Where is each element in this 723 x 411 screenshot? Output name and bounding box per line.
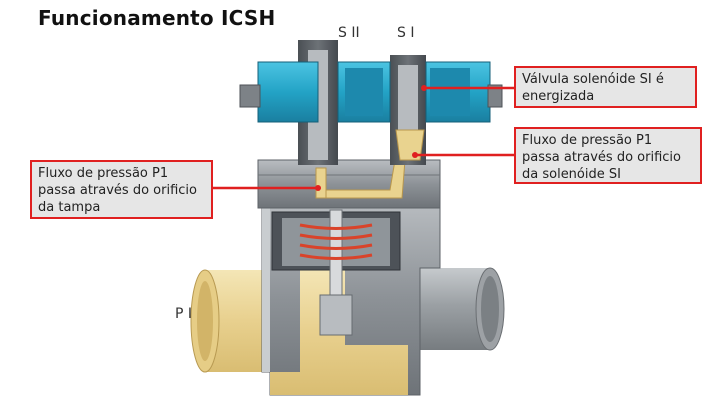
solenoid-coils xyxy=(239,61,503,123)
callout-line: passa através do orificio xyxy=(38,183,197,198)
top-cover xyxy=(257,159,441,209)
label-s-ii: S II xyxy=(338,25,360,41)
callout-line: da solenóide SI xyxy=(522,167,621,182)
callout-line: passa através do orificio xyxy=(522,150,681,165)
leader-dot-cap xyxy=(315,185,321,191)
callout-line: energizada xyxy=(522,89,595,104)
callout-line: Fluxo de pressão P1 xyxy=(522,133,653,148)
leader-dot-flow-si xyxy=(412,152,418,158)
callout-line: Fluxo de pressão P1 xyxy=(38,166,169,181)
callout-line: da tampa xyxy=(38,200,101,215)
callout-leaders xyxy=(210,86,515,190)
callout-flow-through-cap: Fluxo de pressão P1 passa através do ori… xyxy=(30,160,213,219)
callout-flow-through-si: Fluxo de pressão P1 passa através do ori… xyxy=(514,127,702,184)
label-s-i: S I xyxy=(397,25,415,41)
label-p1: P I xyxy=(175,306,193,322)
callout-solenoid-si-energized: Válvula solenóide SI é energizada xyxy=(514,66,697,108)
callout-line: Válvula solenóide SI é xyxy=(522,72,664,87)
main-spring xyxy=(299,223,373,260)
leader-dot-si xyxy=(421,85,427,91)
page-title: Funcionamento ICSH xyxy=(38,6,276,30)
